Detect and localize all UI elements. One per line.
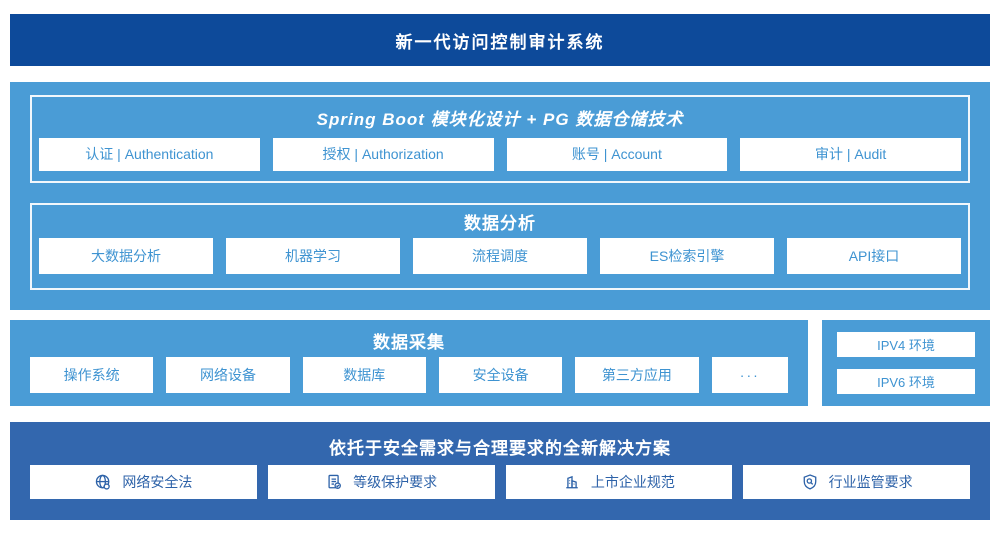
solution-box-label: 等级保护要求 xyxy=(353,474,438,490)
spring-boot-section-title: Spring Boot 模块化设计 + PG 数据仓储技术 xyxy=(316,109,684,129)
data-analysis-section: 数据分析 大数据分析 机器学习 流程调度 ES检索引擎 API接口 xyxy=(30,202,970,290)
data-collection-panel: 数据采集 操作系统 网络设备 数据库 安全设备 第三方应用 ··· xyxy=(10,320,808,406)
solution-box-industry-regulation: 行业监管要求 xyxy=(743,465,970,499)
data-collection-title: 数据采集 xyxy=(373,333,445,352)
module-box-bigdata: 大数据分析 xyxy=(39,238,213,274)
solution-row: 网络安全法 等级保护要求 xyxy=(30,465,970,499)
document-check-icon xyxy=(325,473,343,491)
middle-row: 数据采集 操作系统 网络设备 数据库 安全设备 第三方应用 ··· IPV4 环… xyxy=(10,320,990,406)
module-box-workflow: 流程调度 xyxy=(413,238,587,274)
source-box-security-device: 安全设备 xyxy=(438,357,563,393)
solution-box-label: 网络安全法 xyxy=(122,474,193,490)
solution-box-label: 上市企业规范 xyxy=(590,474,675,490)
source-box-ellipsis: ··· xyxy=(711,357,789,393)
globe-icon xyxy=(94,473,112,491)
source-box-network-device: 网络设备 xyxy=(166,357,290,393)
solution-box-label: 行业监管要求 xyxy=(828,474,913,490)
source-box-third-party: 第三方应用 xyxy=(575,357,699,393)
collection-source-row: 操作系统 网络设备 数据库 安全设备 第三方应用 ··· xyxy=(30,357,789,393)
solution-box-classified-protection: 等级保护要求 xyxy=(267,465,495,499)
solution-box-listed-company: 上市企业规范 xyxy=(505,465,733,499)
solution-panel: 依托于安全需求与合理要求的全新解决方案 网络安全法 xyxy=(10,422,990,520)
spring-boot-section: Spring Boot 模块化设计 + PG 数据仓储技术 认证 | Authe… xyxy=(30,95,970,183)
data-analysis-title: 数据分析 xyxy=(464,213,536,233)
system-title: 新一代访问控制审计系统 xyxy=(395,32,605,52)
source-box-os: 操作系统 xyxy=(30,357,154,393)
module-box-authorization: 授权 | Authorization xyxy=(272,137,494,171)
module-box-audit: 审计 | Audit xyxy=(740,137,961,171)
solution-title: 依托于安全需求与合理要求的全新解决方案 xyxy=(329,438,671,458)
module-box-es-search: ES检索引擎 xyxy=(600,238,774,274)
module-box-authentication: 认证 | Authentication xyxy=(39,137,260,171)
env-box-ipv6: IPV6 环境 xyxy=(837,369,975,394)
env-box-ipv4: IPV4 环境 xyxy=(837,332,975,357)
solution-box-cybersecurity-law: 网络安全法 xyxy=(30,465,257,499)
auth-module-row: 认证 | Authentication 授权 | Authorization 账… xyxy=(39,137,961,181)
shield-search-icon xyxy=(801,473,819,491)
platform-panel: Spring Boot 模块化设计 + PG 数据仓储技术 认证 | Authe… xyxy=(10,82,990,310)
module-box-api: API接口 xyxy=(787,238,961,274)
source-box-database: 数据库 xyxy=(302,357,426,393)
system-title-bar: 新一代访问控制审计系统 xyxy=(10,14,990,66)
environment-panel: IPV4 环境 IPV6 环境 xyxy=(822,320,990,406)
module-box-machine-learning: 机器学习 xyxy=(226,238,400,274)
analysis-module-row: 大数据分析 机器学习 流程调度 ES检索引擎 API接口 xyxy=(39,238,961,288)
module-box-account: 账号 | Account xyxy=(506,137,728,171)
diagram-root: 新一代访问控制审计系统 Spring Boot 模块化设计 + PG 数据仓储技… xyxy=(10,14,990,520)
building-icon xyxy=(563,473,581,491)
